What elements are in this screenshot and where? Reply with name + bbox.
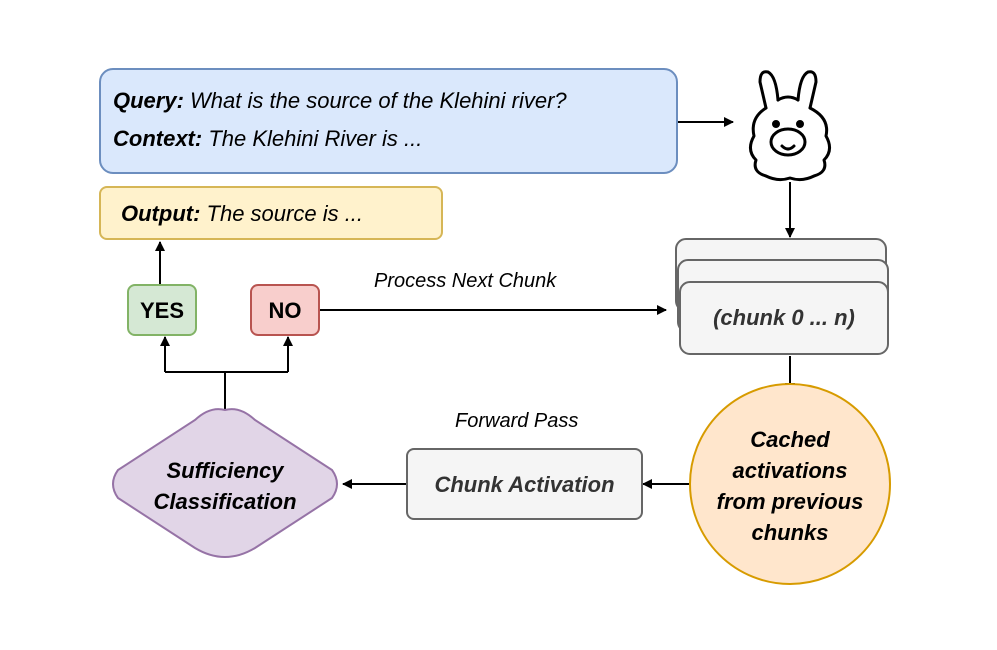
no-label: NO [268, 298, 302, 323]
output-label: Output: [121, 201, 201, 226]
classifier-text-line-2: Classification [153, 489, 297, 514]
cache-text-line-1: Cached [750, 427, 830, 452]
no-box: NO [250, 284, 320, 336]
cache-text-line-4: chunks [751, 520, 829, 545]
chunk-stack-label: (chunk 0 ... n) [713, 305, 855, 330]
classifier-text-line-1: Sufficiency [166, 458, 284, 483]
query-context-box: Query: What is the source of the Klehini… [99, 68, 678, 174]
cache-text-line-2: activations [732, 458, 848, 483]
classifier-text: Sufficiency Classification [118, 455, 332, 517]
context-text: The Klehini River is ... [208, 126, 423, 151]
query-text: What is the source of the Klehini river? [190, 88, 567, 113]
cache-text-line-3: from previous [716, 489, 864, 514]
llama-icon [749, 70, 831, 182]
classifier-branch-connector [165, 371, 288, 410]
cache-circle [689, 383, 891, 585]
query-line: Query: What is the source of the Klehini… [113, 88, 567, 114]
process-next-chunk-label: Process Next Chunk [374, 270, 557, 292]
chunk-activation-label: Chunk Activation [434, 472, 615, 497]
chunk-activation-box: Chunk Activation [406, 448, 643, 520]
forward-pass-label: Forward Pass [455, 410, 579, 432]
output-box: Output: The source is ... [99, 186, 443, 240]
yes-box: YES [127, 284, 197, 336]
context-label: Context: [113, 126, 203, 151]
classifier-diamond [112, 408, 338, 558]
query-label: Query: [113, 88, 184, 113]
output-text: The source is ... [206, 201, 364, 226]
chunk-stack-layer-front [679, 281, 889, 355]
cache-text: Cached activations from previous chunks [700, 424, 880, 548]
yes-label: YES [139, 298, 185, 323]
output-line: Output: The source is ... [121, 201, 363, 227]
context-line: Context: The Klehini River is ... [113, 126, 422, 152]
